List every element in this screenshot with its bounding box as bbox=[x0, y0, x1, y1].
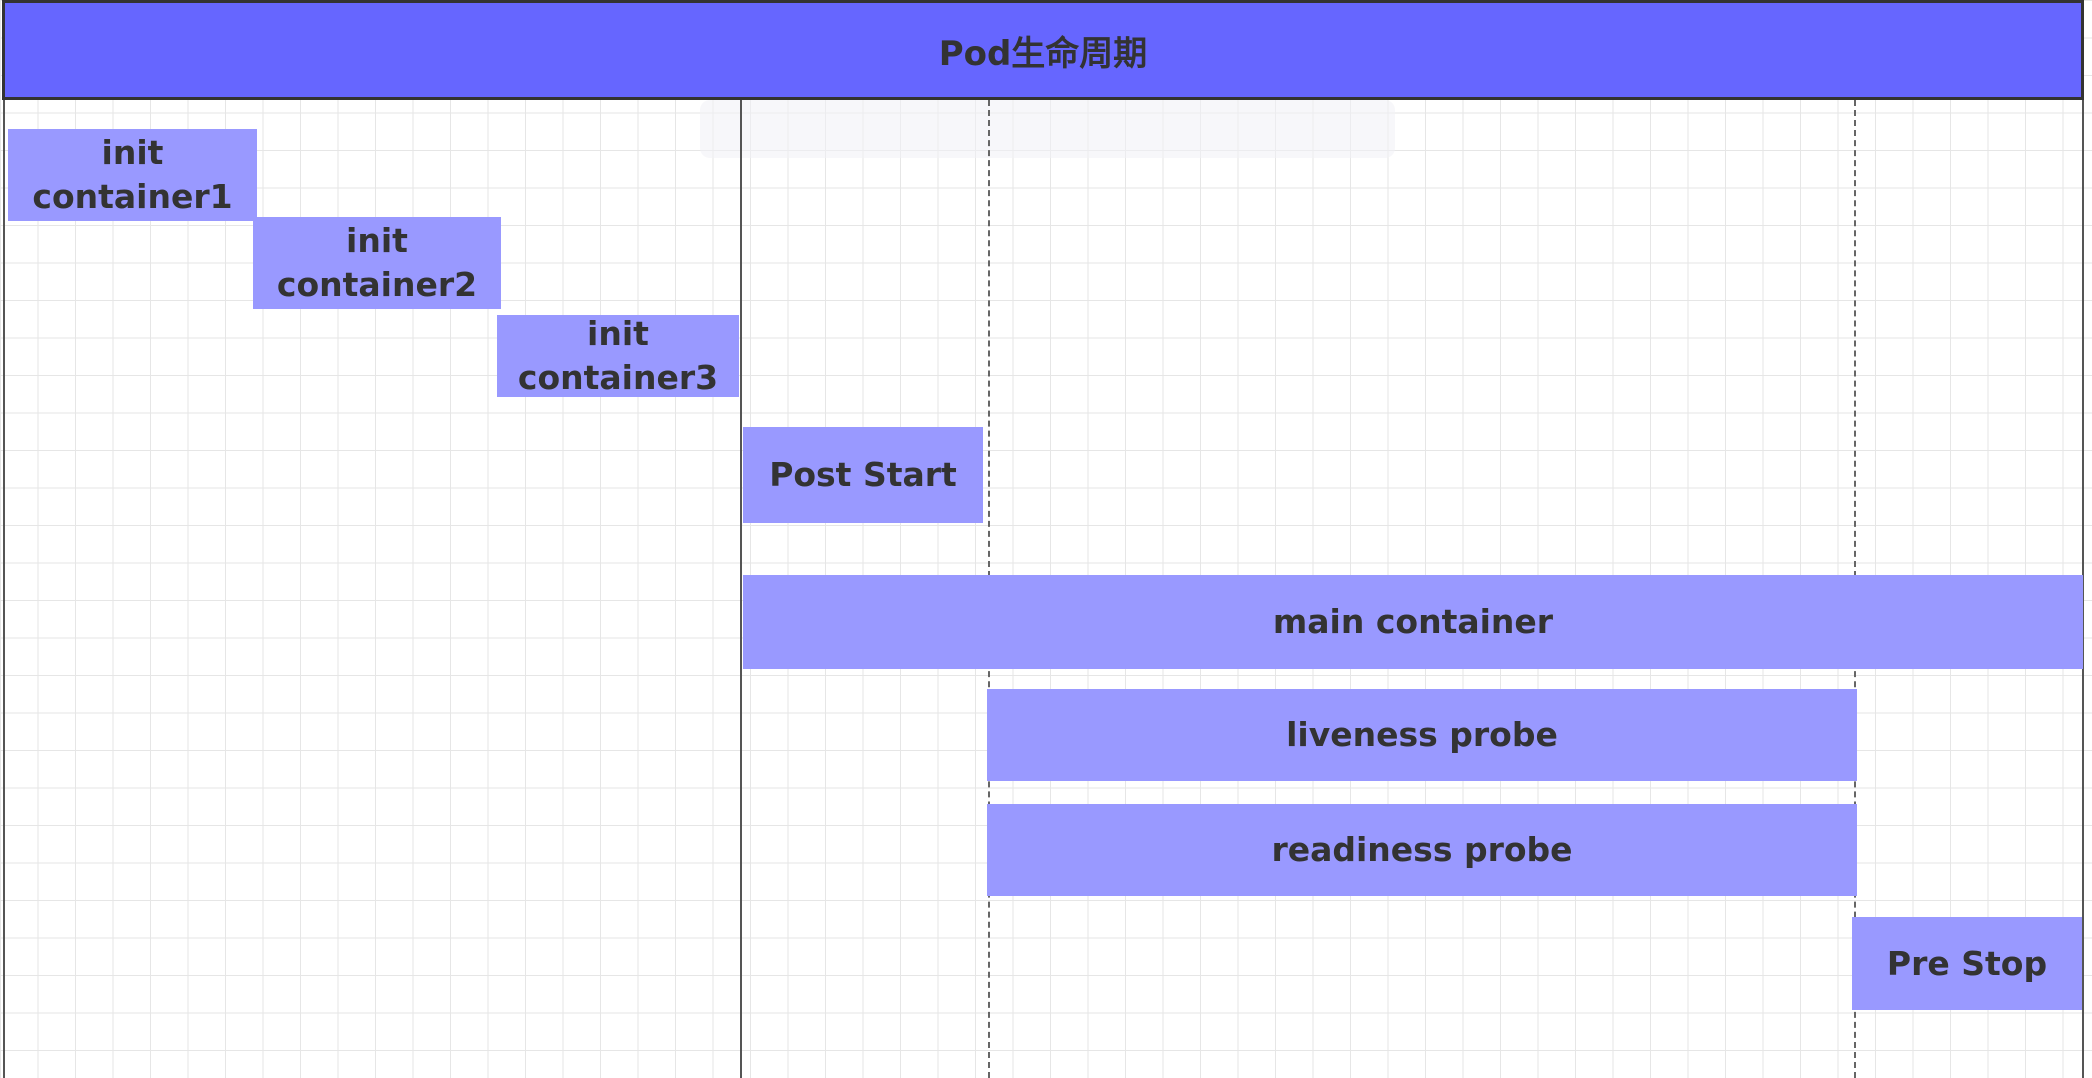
init-container2-label: init container2 bbox=[276, 221, 478, 304]
post-start-label: Post Start bbox=[769, 455, 957, 494]
readiness-probe-bar: readiness probe bbox=[987, 804, 1857, 896]
liveness-probe-bar: liveness probe bbox=[987, 689, 1857, 781]
init-container1-bar: init container1 bbox=[8, 129, 257, 221]
faint-overlay-bar bbox=[700, 100, 1395, 158]
init-container3-label: init container3 bbox=[517, 314, 719, 397]
readiness-probe-label: readiness probe bbox=[1271, 830, 1573, 869]
init-container3-bar: init container3 bbox=[497, 314, 739, 397]
main-container-start-line bbox=[740, 100, 742, 1078]
post-start-bar: Post Start bbox=[743, 427, 983, 523]
right-border-line bbox=[2082, 100, 2084, 1078]
main-container-bar: main container bbox=[743, 575, 2083, 669]
pre-stop-bar: Pre Stop bbox=[1852, 917, 2082, 1010]
liveness-probe-label: liveness probe bbox=[1286, 715, 1558, 754]
left-border-line bbox=[3, 100, 5, 1078]
diagram-title: Pod生命周期 bbox=[938, 33, 1148, 74]
main-container-label: main container bbox=[1272, 602, 1554, 641]
pre-stop-label: Pre Stop bbox=[1886, 943, 2048, 983]
diagram-header: Pod生命周期 bbox=[2, 0, 2084, 100]
init-container1-label: init container1 bbox=[32, 133, 233, 216]
init-container2-bar: init container2 bbox=[253, 217, 501, 309]
